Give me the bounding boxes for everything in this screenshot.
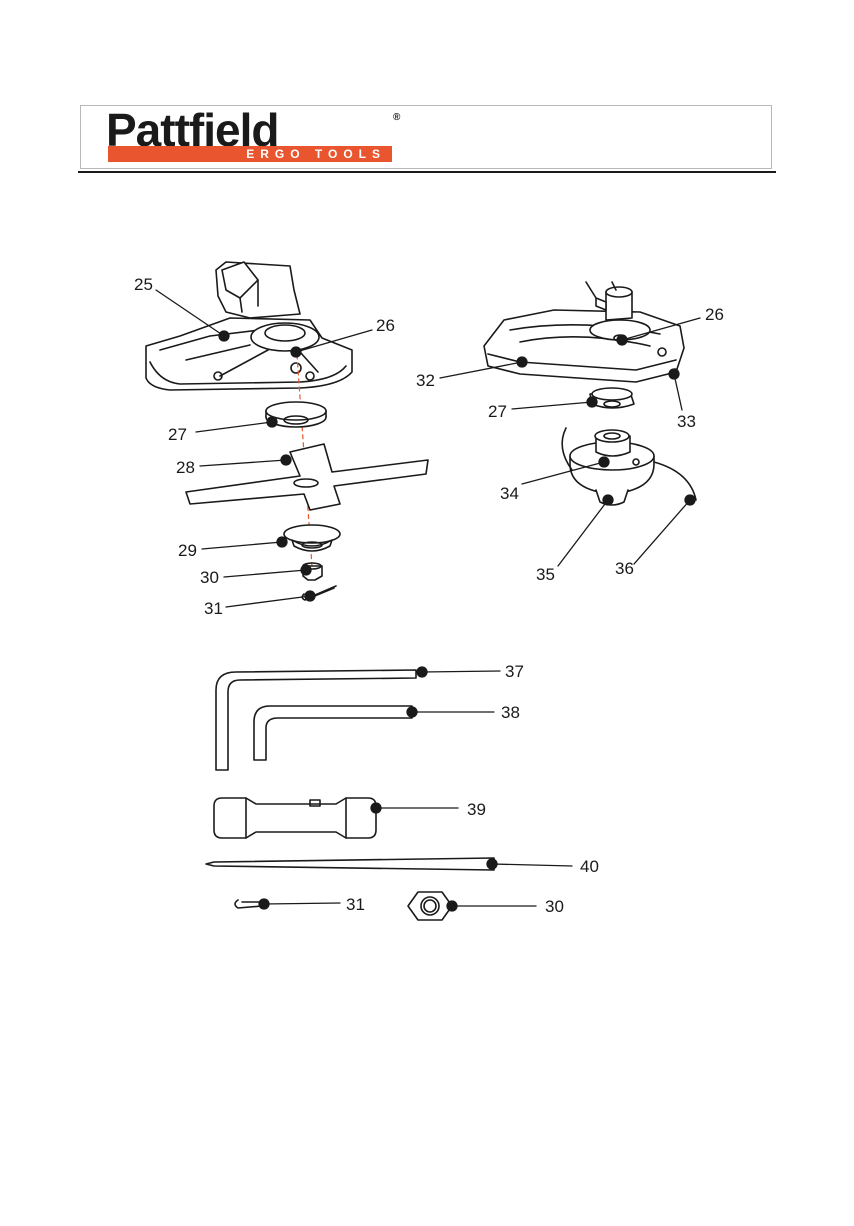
hex-key-small [254,706,412,760]
line-right [654,462,696,500]
blade-4-tooth [186,444,428,510]
hex-key-large [216,670,416,770]
callout-36: 36 [615,559,634,578]
box-spanner [214,798,376,838]
callout-38: 38 [501,703,520,722]
callout-30-tools: 30 [545,897,564,916]
trimmer-guard-assembly [484,282,684,382]
callout-33: 33 [677,412,696,431]
callout-30-left: 30 [200,568,219,587]
callout-37: 37 [505,662,524,681]
callout-27-right: 27 [488,402,507,421]
split-pin-spare [235,900,262,908]
nut-spare [408,892,452,920]
callout-28: 28 [176,458,195,477]
tommy-bar [206,858,494,870]
blade-guard-assembly [146,262,352,390]
callout-26-right: 26 [705,305,724,324]
callout-25: 25 [134,275,153,294]
flange-bottom [284,525,340,551]
callout-32: 32 [416,371,435,390]
callout-29: 29 [178,541,197,560]
callout-31-left: 31 [204,599,223,618]
callout-31-tools: 31 [346,895,365,914]
callout-39: 39 [467,800,486,819]
callout-27-left: 27 [168,425,187,444]
callout-40: 40 [580,857,599,876]
callout-35: 35 [536,565,555,584]
callout-26-left: 26 [376,316,395,335]
callout-34: 34 [500,484,519,503]
